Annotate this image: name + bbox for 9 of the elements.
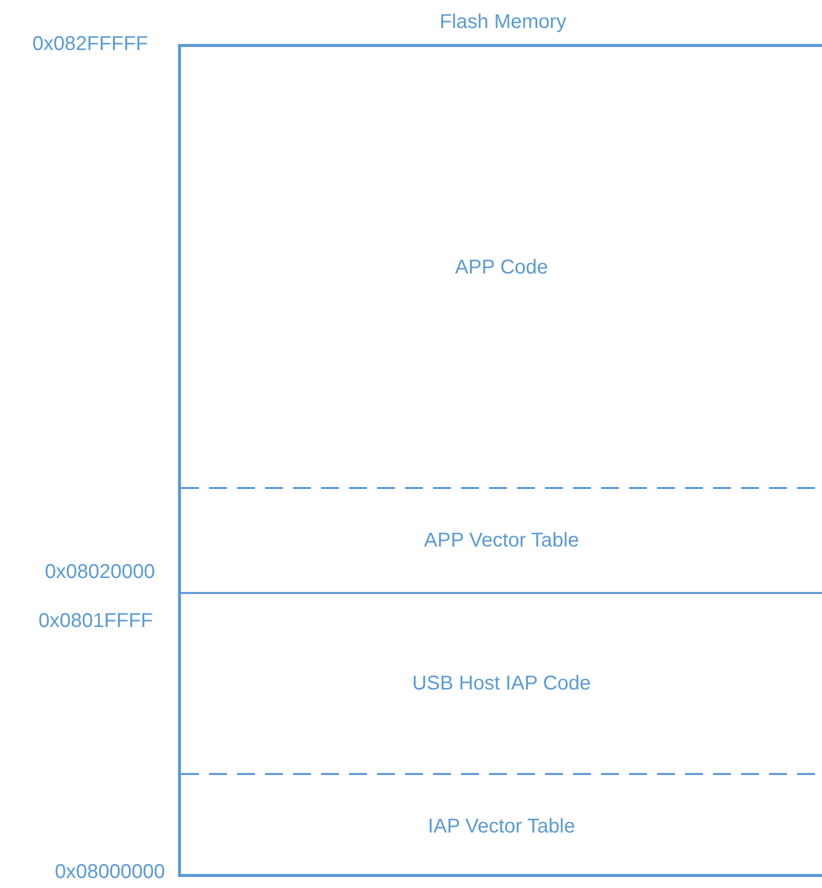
address-label: 0x082FFFFF bbox=[32, 33, 148, 56]
region-label: IAP Vector Table bbox=[426, 816, 576, 838]
address-label: 0x0801FFFF bbox=[38, 610, 153, 633]
address-label: 0x08020000 bbox=[44, 561, 155, 584]
region-label: APP Vector Table bbox=[423, 529, 580, 552]
address-label: 0x08000000 bbox=[54, 861, 165, 884]
map-title: Flash Memory bbox=[438, 11, 568, 34]
region-label: APP Code bbox=[454, 256, 550, 279]
region-label: USB Host IAP Code bbox=[411, 672, 592, 695]
